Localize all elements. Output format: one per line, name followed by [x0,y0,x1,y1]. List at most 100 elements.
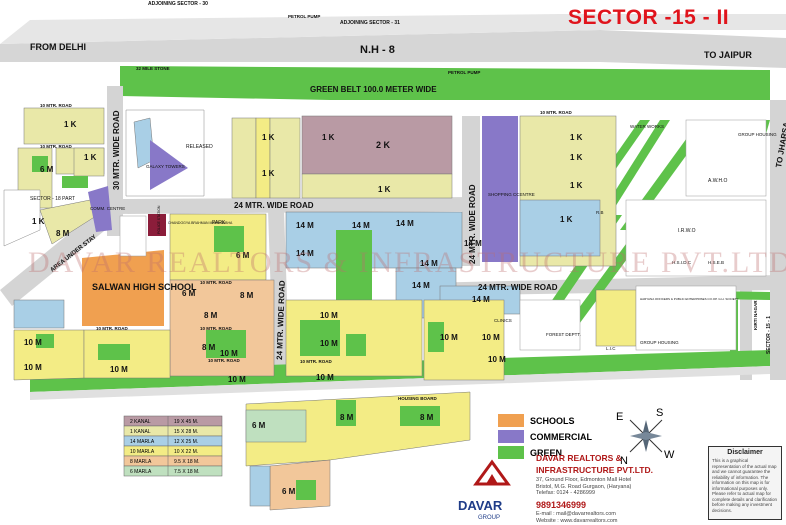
legend-label: 14 MARLA [130,439,155,445]
label-24m-center: 24 MTR. WIDE ROAD [468,184,477,264]
plot-label: 10 M [320,339,338,348]
legend-green: GREEN [530,448,562,458]
plot-label: 6 M [182,289,196,298]
label-irwo: I.R.W.O [678,228,696,234]
label-kirti-nagar: KIRTI NAGAR [753,300,758,330]
company-name-line2: INFRASTRUCTURE PVT.LTD. [536,465,653,475]
label-awho: A.W.H.O [708,178,728,184]
legend-label: 10 MARLA [130,449,155,455]
galaxy-towers-block [150,140,188,190]
plot-label: 14 M [296,249,314,258]
legend-size: 15 X 28 M. [174,429,198,435]
company-contact: E-mail : mail@davarrealtors.com Website … [536,511,618,524]
plot-label: 6 M [236,251,250,260]
category-legend: SCHOOLS COMMERCIAL GREEN [498,414,592,459]
label-10m-e: 10 MTR. ROAD [200,280,233,285]
label-petrol-pump: PETROL PUMP [448,70,480,75]
label-galaxy-towers: GALAXY TOWERS [146,164,185,169]
plot-label: 10 M [24,363,42,372]
label-24m-right: 24 MTR. WIDE ROAD [478,283,558,292]
plot-label: 1 K [84,153,97,162]
plot-label: 10 M [488,355,506,364]
label-water-works: WATER WORKS [630,124,664,129]
label-park: PARK [212,220,226,226]
logo-sub: GROUP [478,515,500,521]
plot-label: 10 M [228,375,246,384]
plot-label: 8 M [340,413,354,422]
plot-label: 10 M [110,365,128,374]
plot-label: 6 M [40,165,54,174]
label-hsidc: H.S.I.D.C [672,260,692,265]
disclaimer-body: This is a graphical representation of th… [712,458,778,513]
legend-size: 7.5 X 18 M. [174,469,200,475]
company-phone: 9891346999 [536,500,587,510]
label-police-station: POLICE STATION [157,205,161,234]
diagonal-road [0,205,120,306]
nh8-road [0,30,786,68]
legend-label: 1 KANAL [130,429,151,435]
legend-label: 2 KANAL [130,419,151,425]
label-rb: R.B [596,210,604,215]
label-to-jaipur: TO JAIPUR [704,50,752,60]
plot-label: 8 M [202,343,216,352]
plot-label: 10 M [320,311,338,320]
plot-label: 14 M [396,219,414,228]
plot-label: 1 K [570,153,583,162]
shopping-centre [482,116,518,262]
label-from-delhi: FROM DELHI [30,42,86,52]
plot-label: 1 K [322,133,335,142]
label-milestone: 32 MILE STONE [136,66,170,71]
label-forest-deptt: FOREST DEPTT. [546,332,581,337]
2k-block [301,115,453,175]
label-10m-f: 10 MTR. ROAD [200,326,233,331]
plot-label: 10 M [24,338,42,347]
legend-size: 9.5 X 18 M. [174,459,200,465]
label-comm-centre: COMM. CENTRE [90,206,125,211]
plot-label: 6 M [252,421,266,430]
plot-label: 8 M [56,229,70,238]
disclaimer-heading: Disclaimer [727,449,763,456]
plot-label: 2 K [376,140,391,150]
legend-size: 10 X 22 M. [174,449,198,455]
label-clinics: CLINICS [494,318,512,323]
plot-label: 1 K [262,133,275,142]
plot-label: 1 K [560,215,573,224]
plot-label: 10 M [440,333,458,342]
label-nh8: N.H - 8 [360,44,395,56]
compass-e: E [616,411,623,423]
label-10m-a: 10 MTR. ROAD [40,103,73,108]
company-name-line1: DAVAR REALTORS & [536,453,622,463]
legend-commercial: COMMERCIAL [530,432,592,442]
watermark-text: DAVAR REALTORS & INFRASTRUCTURE PVT.LTD [28,246,786,279]
label-green-belt: GREEN BELT 100.0 METER WIDE [310,85,437,94]
plot-label: 1 K [570,133,583,142]
label-sector-15-1: SECTOR - 15 - 1 [766,316,772,354]
label-10m-h: 10 MTR. ROAD [300,359,333,364]
legend-label: 6 MARLA [130,469,152,475]
label-30m-road: 30 MTR. WIDE ROAD [112,110,121,190]
legend-schools: SCHOOLS [530,416,575,426]
page-title: SECTOR -15 - II [568,6,730,29]
plot-label: 10 M [482,333,500,342]
plot-label: 8 M [204,311,218,320]
road-24m-top [120,197,480,214]
label-salwan: SALWAN HIGH SCHOOL [92,282,197,292]
company-email: E-mail : mail@davarrealtors.com [536,511,616,517]
plot-label: 1 K [32,217,45,226]
plot-label: 14 M [472,295,490,304]
plot-label: 14 M [412,281,430,290]
label-released: RELEASED [186,144,213,150]
company-name: DAVAR REALTORS & INFRASTRUCTURE PVT.LTD. [536,452,653,476]
logo-text: DAVAR [458,498,503,513]
plot-size-legend: 2 KANAL 19 X 45 M. 1 KANAL 15 X 28 M. 14… [123,415,223,477]
label-adjoining-right: ADJOINING SECTOR - 31 [340,20,400,26]
plot-label: 1 K [570,181,583,190]
road-30m [107,86,123,236]
label-24m-top: 24 MTR. WIDE ROAD [234,201,314,210]
plot-label: 8 M [240,291,254,300]
compass-n: N [620,455,628,467]
label-housing-board: HOUSING BOARD [398,396,438,401]
plot-label: 6 M [282,487,296,496]
label-petrol-top: PETROL PUMP [288,14,320,19]
